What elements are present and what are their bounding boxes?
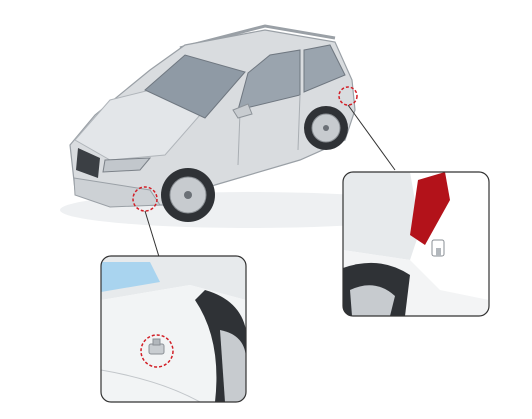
callout-taillight (410, 172, 450, 245)
door-line (237, 111, 241, 166)
rear-side-window (303, 44, 346, 93)
windshield (144, 54, 246, 119)
suv-car (69, 24, 358, 222)
front-sensor-callout (100, 255, 247, 403)
front-side-window (237, 49, 301, 111)
parking-sensor-icon (431, 239, 445, 257)
front-sensor-marker (132, 186, 158, 212)
rear-sensor-marker (338, 86, 358, 106)
callout-border (342, 171, 490, 317)
callout-rim (220, 330, 246, 402)
side-mirror (232, 103, 253, 119)
rear-wheel (304, 106, 348, 150)
callout-body-line (101, 369, 201, 402)
rear-leader-line (347, 104, 396, 171)
headlight (102, 157, 152, 173)
front-leader-line (144, 210, 161, 261)
callout-windshield (101, 262, 160, 292)
front-grille (76, 148, 100, 178)
callout-rear-body (343, 172, 420, 260)
front-wheel (161, 168, 215, 222)
callout-rim (350, 285, 395, 316)
front-sensor-zoom-circle (140, 334, 174, 368)
rear-sensor-callout (342, 171, 490, 317)
callout-border (100, 255, 247, 403)
door-line (297, 94, 301, 151)
parking-sensor-icon (148, 338, 165, 355)
